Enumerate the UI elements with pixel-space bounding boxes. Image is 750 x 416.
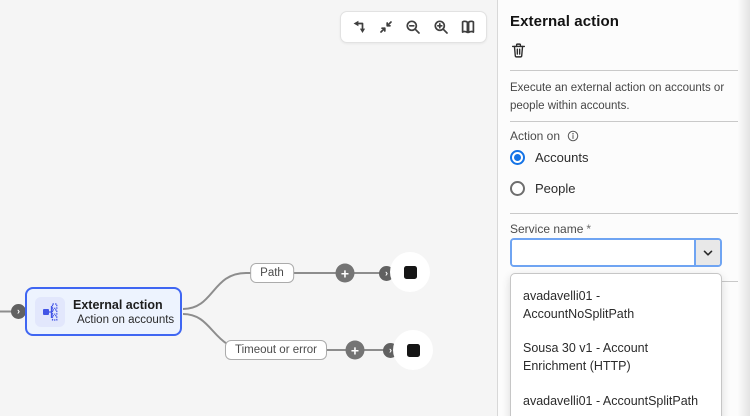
end-node-path[interactable] (390, 252, 430, 292)
canvas-toolbar (340, 11, 487, 43)
panel-scroll-shadow (737, 0, 750, 416)
external-action-node[interactable]: External action Action on accounts (25, 287, 182, 336)
radio-people-label: People (535, 181, 576, 196)
end-stop-icon (403, 265, 417, 279)
panel-title: External action (510, 13, 620, 30)
chevron-down-icon (703, 250, 713, 256)
overview-map-button[interactable] (455, 14, 482, 40)
collapse-button[interactable] (373, 14, 400, 40)
end-stop-icon (406, 343, 420, 357)
end-node-timeout[interactable] (393, 330, 433, 370)
service-name-label: Service name* (510, 222, 592, 236)
service-option-1[interactable]: avadavelli01 - AccountNoSplitPath (523, 289, 635, 322)
trash-icon (511, 42, 525, 58)
radio-people[interactable]: People (510, 181, 575, 196)
action-on-label: Action on (510, 129, 580, 143)
external-action-node-icon (35, 296, 65, 327)
zoom-in-button[interactable] (427, 14, 454, 40)
map-book-icon (462, 20, 475, 34)
radio-button-unselected[interactable] (510, 181, 525, 196)
service-name-combobox (510, 238, 722, 267)
radio-button-selected[interactable] (510, 150, 525, 165)
info-icon[interactable] (566, 129, 580, 143)
radio-accounts[interactable]: Accounts (510, 150, 588, 165)
node-title: External action (73, 297, 163, 312)
required-asterisk: * (586, 222, 592, 236)
zoom-out-button[interactable] (400, 14, 427, 40)
radio-accounts-label: Accounts (535, 150, 589, 165)
branch-label-timeout[interactable]: Timeout or error (224, 340, 328, 360)
add-node-button-path[interactable]: + (335, 263, 355, 283)
node-properties-panel: External action Execute an external acti… (498, 0, 750, 416)
delete-node-button[interactable] (506, 38, 530, 62)
toggle-orientation-button[interactable] (345, 14, 372, 40)
panel-description: Execute an external action on accounts o… (510, 82, 725, 113)
add-node-button-timeout[interactable]: + (345, 340, 365, 360)
node-input-connector[interactable]: › (11, 304, 26, 319)
divider (510, 70, 738, 71)
journey-canvas[interactable]: › External action Ac (0, 0, 498, 416)
service-option-2[interactable]: Sousa 30 v1 - Account Enrichment (HTTP) (523, 341, 649, 374)
service-name-dropdown-button[interactable] (694, 240, 720, 265)
divider (510, 213, 738, 214)
collapse-arrows-icon (380, 21, 392, 33)
service-option-3[interactable]: avadavelli01 - AccountSplitPath (523, 393, 699, 408)
divider (510, 121, 738, 122)
service-name-options-popup: avadavelli01 - AccountNoSplitPath Sousa … (510, 273, 722, 416)
service-name-input[interactable] (512, 240, 694, 265)
orientation-arrow-icon (353, 20, 365, 33)
zoom-in-icon (434, 20, 448, 34)
branch-label-path[interactable]: Path (250, 263, 294, 283)
zoom-out-icon (406, 20, 421, 34)
node-subtitle: Action on accounts (77, 313, 175, 326)
